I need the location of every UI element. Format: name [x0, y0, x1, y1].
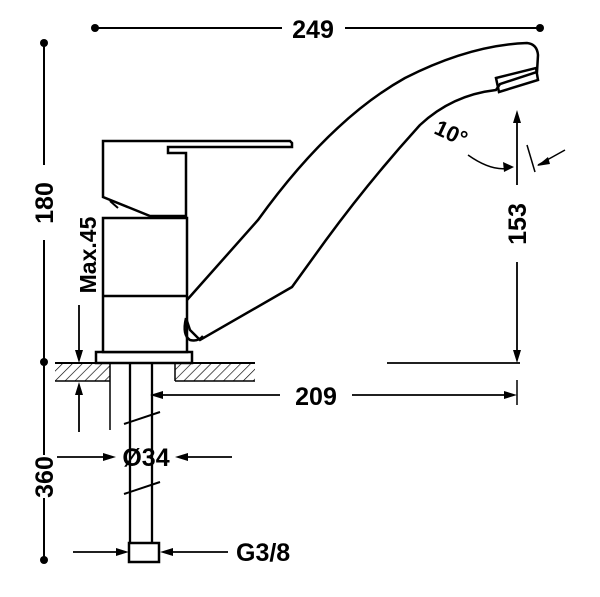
reach-dimension: 209 — [150, 380, 518, 411]
arrow-head — [150, 391, 163, 399]
height-value: 180 — [31, 182, 59, 224]
spout-height-value: 153 — [504, 203, 532, 245]
width-dimension: 249 — [91, 16, 544, 44]
arrow-head — [513, 110, 521, 123]
arrow-head — [116, 548, 129, 556]
hole-diameter-dimension: Ø34 — [57, 444, 232, 472]
reach-value: 209 — [295, 383, 337, 411]
arrow-head — [75, 350, 83, 363]
max-thickness-value: Max.45 — [75, 216, 101, 293]
arrow-head — [504, 391, 517, 399]
below-counter-dimension: 360 — [31, 362, 59, 564]
supply-hose — [123, 363, 161, 564]
arrow-head — [75, 382, 83, 395]
thread-value: G3/8 — [236, 539, 290, 567]
dimension-dot — [40, 556, 48, 564]
arrow-head — [160, 548, 173, 556]
spout — [183, 41, 540, 342]
arrow-head — [503, 162, 514, 172]
arrow-head — [175, 453, 188, 461]
dimension-dot — [536, 24, 544, 32]
arrow-head — [513, 350, 521, 363]
width-value: 249 — [292, 16, 334, 44]
spout-height-dimension: 153 — [387, 110, 532, 364]
max-thickness-dimension: Max.45 — [75, 216, 101, 432]
angle-value: 10° — [431, 115, 472, 152]
thread-dimension: G3/8 — [73, 539, 290, 567]
dimension-dot — [91, 24, 99, 32]
angle-dimension: 10° — [431, 115, 566, 173]
faucet-body — [94, 139, 294, 365]
dimension-dot — [40, 39, 48, 47]
arrow-head — [537, 157, 550, 166]
hole-diameter-value: Ø34 — [122, 444, 169, 472]
hose-connector — [127, 541, 161, 564]
arrow-head — [103, 453, 116, 461]
height-dimension: 180 — [31, 39, 59, 366]
below-counter-value: 360 — [31, 456, 59, 498]
